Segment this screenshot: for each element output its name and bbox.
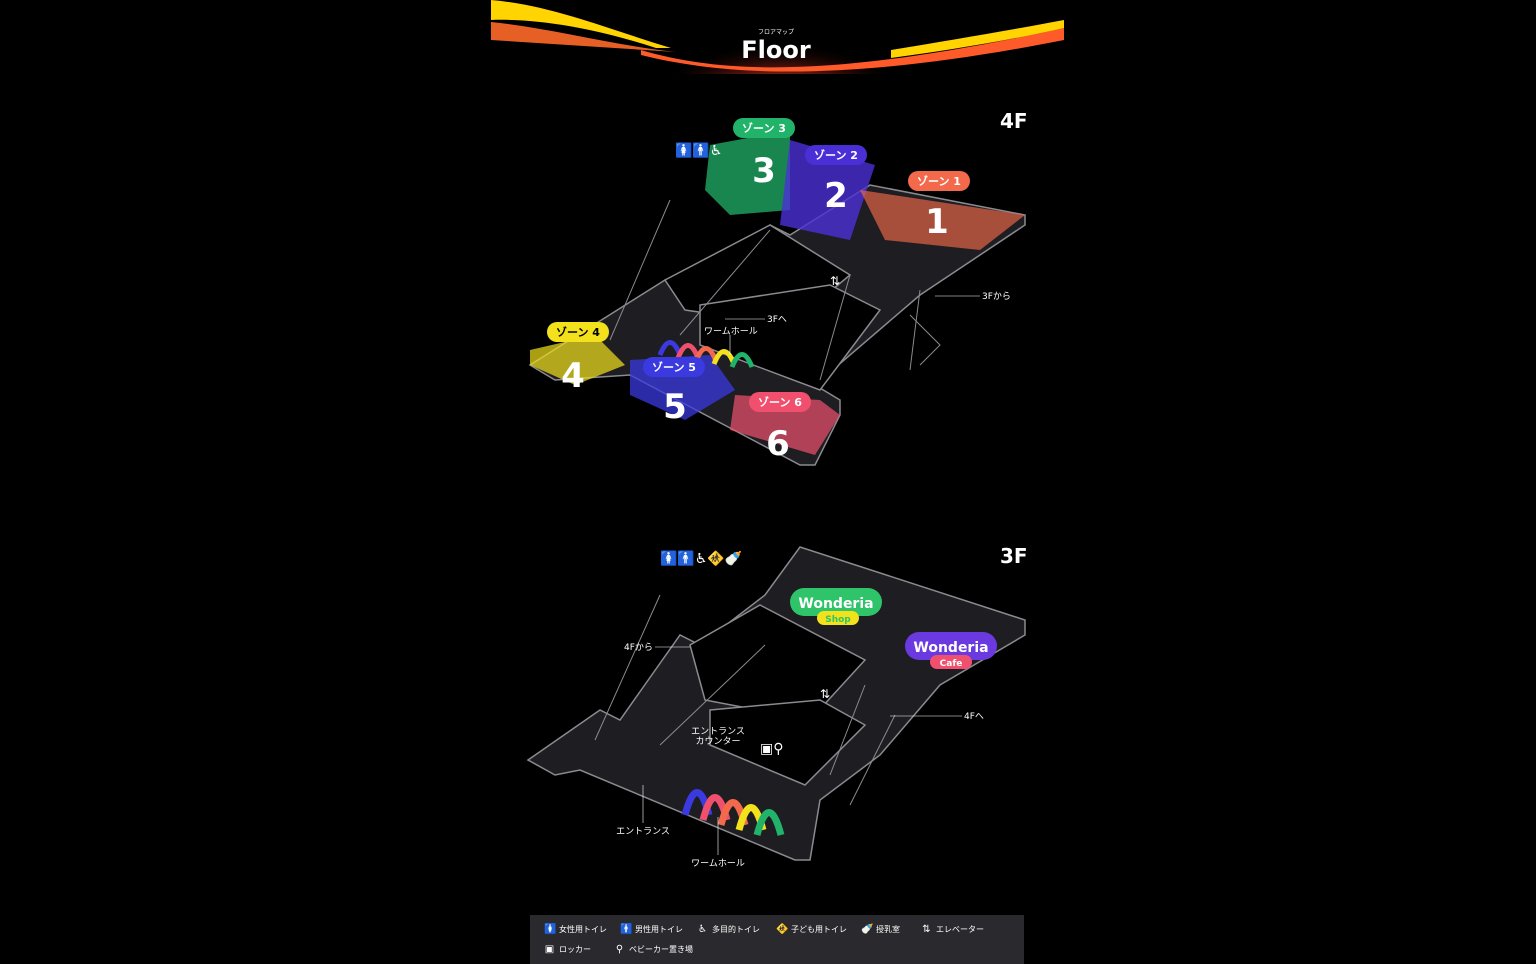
zone-1-number: 1 [925,202,949,242]
elevator-icon: ⇅ [922,924,931,935]
map-legend: 🚺 女性用トイレ 🚹 男性用トイレ ♿ 多目的トイレ 🚸 子ども用トイレ 🍼 授… [530,915,1024,964]
legend-kids-toilet: 🚸 子ども用トイレ [776,924,847,935]
elevator-icon-4f: ⇅ [830,274,840,288]
worm-hall-arches [657,340,755,368]
legend-locker: ▣ ロッカー [544,944,591,955]
from-3f-label: 3Fから [982,291,1011,302]
zone-6-number: 6 [766,424,790,464]
shop-logo: Wonderia [798,596,873,612]
zone-2-pill: ゾーン 2 [814,148,858,162]
from-4f-label: 4Fから [624,642,653,653]
floor-title: Floor [741,36,811,64]
cafe-logo: Wonderia [913,640,988,656]
zone-1-pill: ゾーン 1 [917,174,961,188]
zone-4-area[interactable] [530,335,625,385]
floor-3f-walls [526,546,1026,861]
worm-hall-label-4f: ワームホール [704,326,758,337]
floor-3f-label: 3F [1000,544,1028,568]
floor-4f-label: 4F [1000,109,1028,133]
zone-3-area[interactable] [705,130,790,215]
legend-elevator: ⇅ エレベーター [921,924,984,935]
zone-1-area[interactable] [860,190,1025,250]
zone-5-number: 5 [663,387,687,427]
stroller-icon: ⚲ [615,944,624,955]
legend-accessible-toilet: ♿ 多目的トイレ [697,924,760,935]
locker-icon: ▣ [544,944,555,955]
accessible-toilet-icon: ♿ [698,924,707,935]
legend-label: ベビーカー置き場 [629,945,693,954]
floor-4f-walls [528,184,1026,466]
zone-6-pill: ゾーン 6 [758,395,802,409]
legend-womens-toilet: 🚺 女性用トイレ [544,924,607,935]
zone-1-marker[interactable]: ゾーン 1 1 [908,171,970,242]
floor-4f-map: 4F ゾーン 3 3 ゾーン 2 2 ゾーン 1 1 [528,109,1028,466]
legend-label: 男性用トイレ [635,925,683,934]
toilet-icons-3f: 🚺🚹♿🚸🍼 [660,550,743,567]
womens-toilet-icon: 🚺 [544,924,557,935]
entrance-counter-label-2: カウンター [695,736,740,747]
cafe-sub: Cafe [940,659,963,669]
legend-label: 多目的トイレ [712,925,760,934]
entrance-counter-label-1: エントランス [691,726,745,737]
legend-label: ロッカー [559,945,591,954]
legend-label: 子ども用トイレ [791,925,847,934]
zone-2-marker[interactable]: ゾーン 2 2 [805,145,867,216]
legend-nursing-room: 🍼 授乳室 [861,924,900,935]
to-4f-label: 4Fへ [964,712,984,722]
zone-3-pill: ゾーン 3 [742,121,786,135]
legend-stroller: ⚲ ベビーカー置き場 [614,944,693,955]
wonderia-cafe-marker[interactable]: Wonderia Cafe [905,632,997,669]
mens-toilet-icon: 🚹 [620,924,633,935]
legend-label: 授乳室 [876,925,900,934]
zone-6-marker[interactable]: ゾーン 6 6 [749,392,811,464]
legend-mens-toilet: 🚹 男性用トイレ [620,924,683,935]
legend-label: エレベーター [936,925,984,934]
zone-5-marker[interactable]: ゾーン 5 5 [643,357,705,427]
zone-5-pill: ゾーン 5 [652,360,696,374]
worm-hall-label-3f: ワームホール [691,858,745,869]
shop-sub: Shop [825,615,851,625]
legend-label: 女性用トイレ [559,925,607,934]
floor-3f-map: 3F Wonderia Shop Wonderia Cafe 🚺🚹♿🚸🍼 ⇅ ▣… [526,544,1028,869]
zone-4-number: 4 [561,356,585,396]
zone-3-marker[interactable]: ゾーン 3 3 [733,118,795,191]
floor-header-banner: フロアマップ Floor [491,0,1064,74]
toilet-icons-4f: 🚺🚹♿ [675,142,722,159]
elevator-icon-3f: ⇅ [820,687,830,701]
to-3f-label: 3Fへ [767,315,787,325]
nursing-room-icon: 🍼 [861,924,874,935]
entrance-label: エントランス [616,826,670,837]
zone-2-number: 2 [824,176,848,216]
wonderia-shop-marker[interactable]: Wonderia Shop [790,588,882,625]
kids-toilet-icon: 🚸 [776,924,789,935]
worm-hall-arches-3f [681,789,785,836]
locker-stroller-icons: ▣⚲ [760,741,783,757]
zone-4-marker[interactable]: ゾーン 4 4 [547,322,609,396]
zone-4-pill: ゾーン 4 [556,325,600,339]
zone-3-number: 3 [752,151,776,191]
floor-subtitle: フロアマップ [758,29,794,36]
